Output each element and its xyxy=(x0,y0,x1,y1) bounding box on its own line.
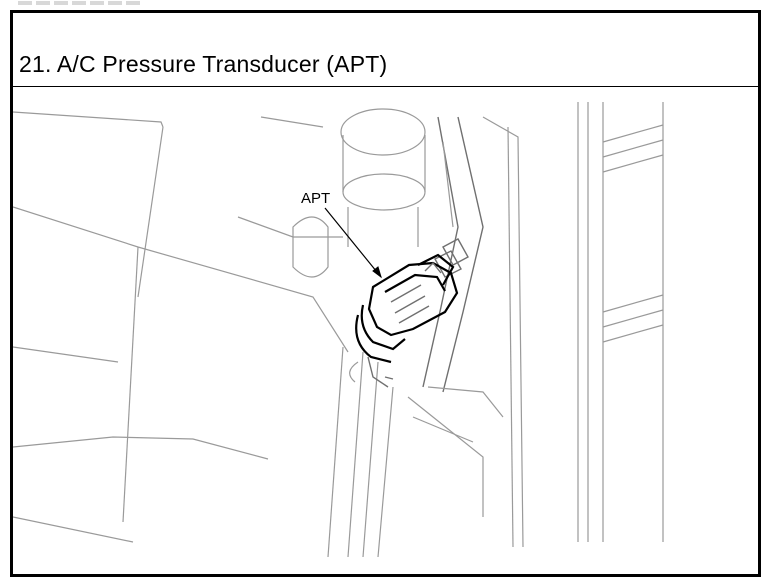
apt-callout: APT xyxy=(301,190,382,279)
apt-line-drawing: APT xyxy=(13,102,664,558)
right-bracket-lines xyxy=(577,102,664,542)
page-title: 21. A/C Pressure Transducer (APT) xyxy=(19,51,388,77)
reservoir-cap xyxy=(292,108,426,278)
apt-sensor-body xyxy=(355,238,469,388)
scan-residue xyxy=(18,1,140,5)
body-panel-lines xyxy=(13,111,349,543)
apt-illustration: APT xyxy=(13,87,758,574)
apt-callout-label: APT xyxy=(301,190,330,207)
document-frame: 21. A/C Pressure Transducer (APT) xyxy=(10,10,761,577)
hose-lines xyxy=(237,116,524,558)
title-bar: 21. A/C Pressure Transducer (APT) xyxy=(13,13,758,87)
